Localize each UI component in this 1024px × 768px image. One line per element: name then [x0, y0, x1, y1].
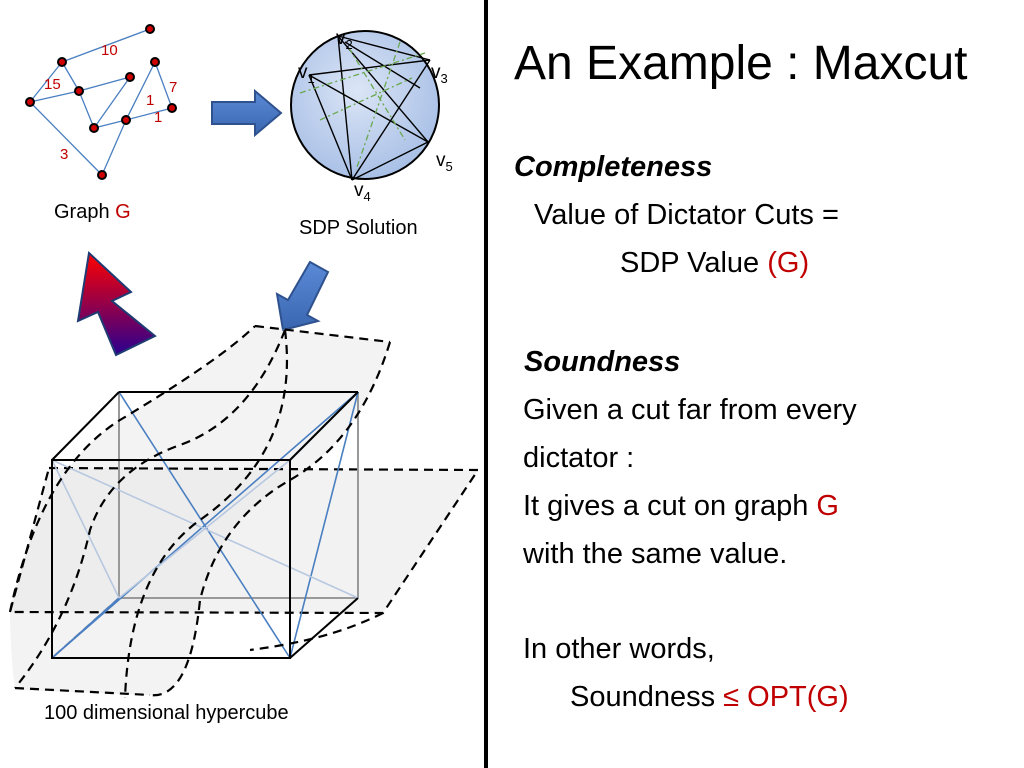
edge-weight-label: 1 — [146, 92, 155, 109]
graph-node — [74, 86, 84, 96]
graph-node — [121, 115, 131, 125]
vector-label-v4: v4 — [354, 180, 371, 204]
graph-node — [150, 57, 160, 67]
graph-node — [125, 72, 135, 82]
graph-g — [29, 28, 173, 176]
soundness-line6: Soundness ≤ OPT(G) — [570, 681, 849, 713]
edge-weight-label: 7 — [169, 79, 178, 96]
vector-label-v2: v2 — [336, 28, 353, 52]
page-title: An Example : Maxcut — [514, 37, 968, 90]
soundness-heading: Soundness — [524, 346, 681, 378]
soundness-line3: It gives a cut on graph G — [523, 490, 839, 522]
edge-weight-label: 3 — [60, 146, 69, 163]
completeness-line2: SDP Value (G) — [620, 247, 810, 279]
graph-caption: Graph G — [54, 201, 131, 223]
right-arrow-icon — [211, 88, 283, 138]
sdp-caption: SDP Solution — [299, 217, 418, 239]
vector-label-v1: v1 — [298, 62, 315, 86]
down-arrow-icon — [275, 260, 330, 332]
graph-node — [145, 24, 155, 34]
soundness-line4: with the same value. — [523, 538, 788, 570]
up-arrow-icon — [76, 250, 157, 357]
soundness-line1: Given a cut far from every — [523, 394, 857, 426]
hypercube — [8, 324, 481, 699]
vertical-divider — [484, 0, 488, 768]
graph-nodes — [25, 24, 177, 180]
soundness-line5: In other words, — [523, 633, 715, 665]
graph-node — [97, 170, 107, 180]
vector-label-v5: v5 — [436, 150, 453, 174]
graph-node — [25, 97, 35, 107]
sdp-sphere — [290, 30, 440, 181]
diagram-canvas — [8, 24, 481, 699]
graph-node — [57, 57, 67, 67]
vector-label-v3: v3 — [431, 62, 448, 86]
completeness-heading: Completeness — [514, 151, 713, 183]
graph-node — [167, 103, 177, 113]
hypercube-caption: 100 dimensional hypercube — [44, 702, 289, 724]
graph-node — [89, 123, 99, 133]
edge-weight-label: 15 — [44, 76, 61, 93]
soundness-line2: dictator : — [523, 442, 635, 474]
completeness-line1: Value of Dictator Cuts = — [534, 199, 839, 231]
edge-weight-label: 1 — [154, 109, 163, 126]
edge-weight-label: 10 — [101, 42, 118, 59]
